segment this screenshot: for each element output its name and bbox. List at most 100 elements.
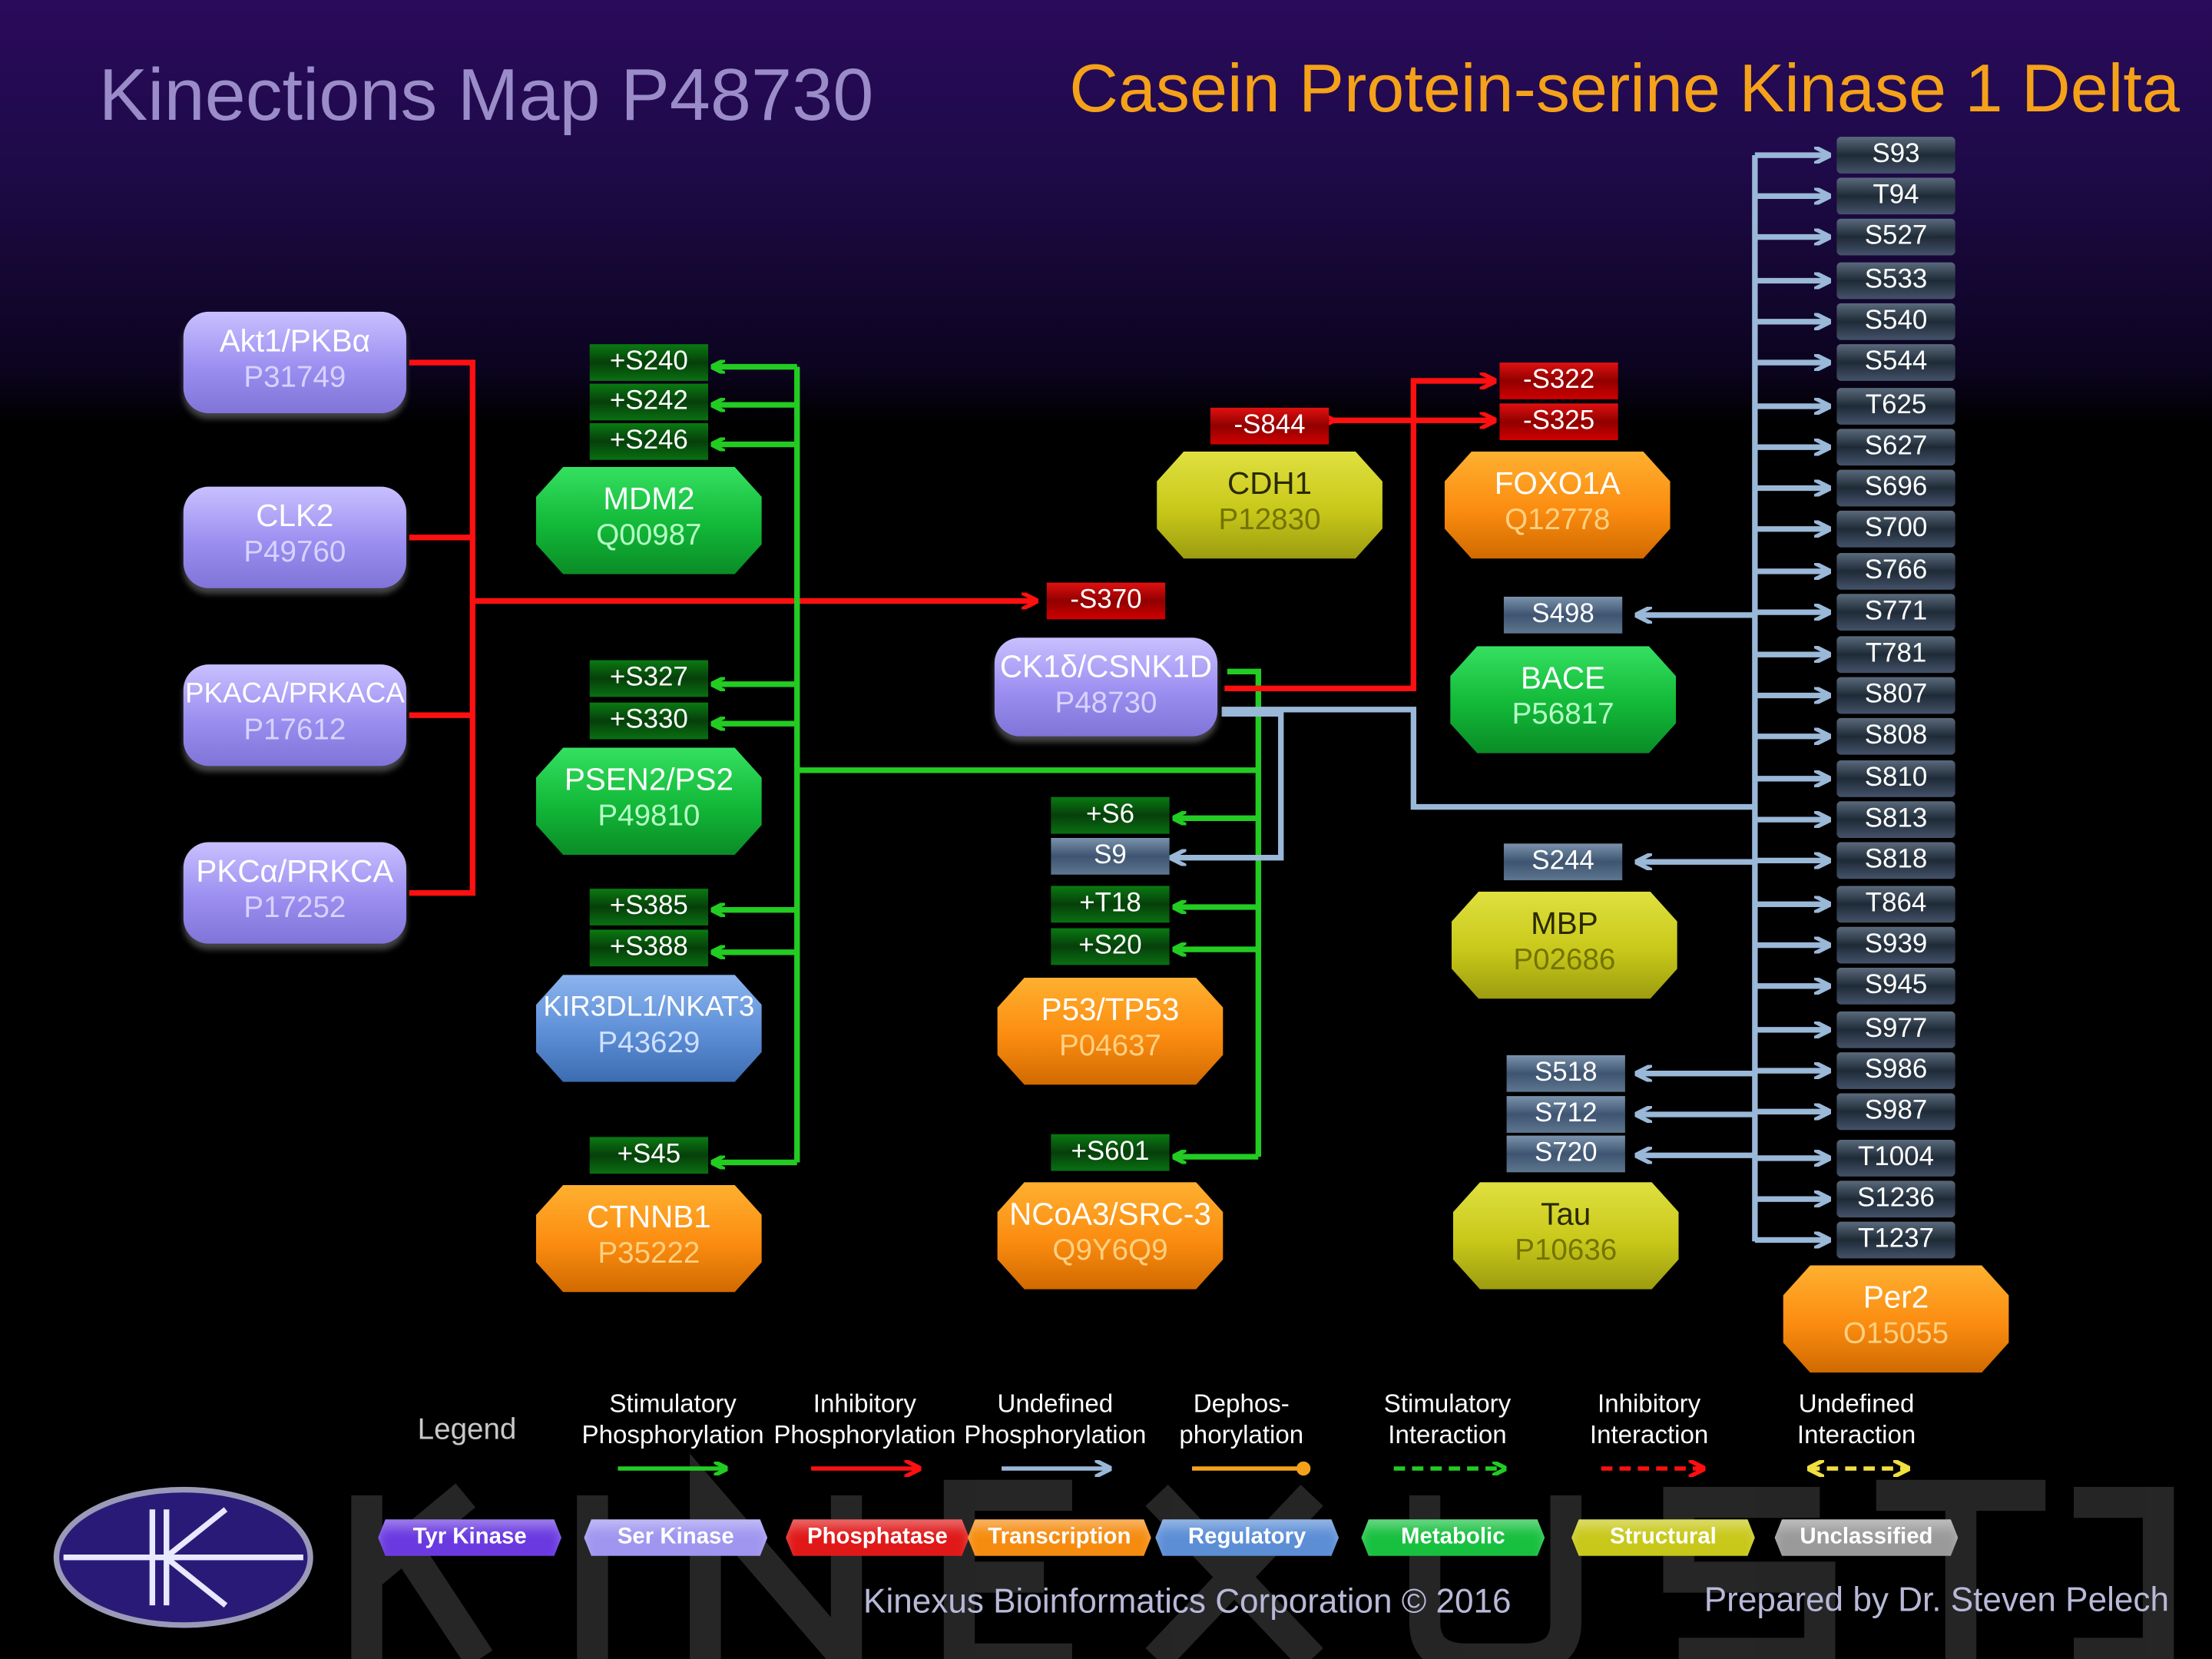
site-per2-23[interactable]: S987 <box>1836 1093 1955 1131</box>
site-psen2-0[interactable]: +S327 <box>589 660 709 697</box>
site-kir3dl1-1[interactable]: +S388 <box>589 929 709 967</box>
node-name: NCoA3/SRC-3 <box>1009 1196 1211 1232</box>
legend-item-line2: Interaction <box>1388 1420 1507 1449</box>
site-per2-18[interactable]: T864 <box>1836 886 1955 923</box>
node-psen2[interactable]: PSEN2/PS2 P49810 <box>535 747 762 856</box>
site-mdm2-1[interactable]: +S242 <box>589 383 709 421</box>
node-clk2[interactable]: CLK2 P49760 <box>183 486 406 588</box>
node-kir3dl1[interactable]: KIR3DL1/NKAT3 P43629 <box>535 975 762 1082</box>
site-per2-11[interactable]: S771 <box>1836 594 1955 631</box>
site-per2-10[interactable]: S766 <box>1836 552 1955 590</box>
site-per2-1[interactable]: T94 <box>1836 177 1955 215</box>
node-name: Akt1/PKBα <box>219 323 371 359</box>
site-per2-8[interactable]: S696 <box>1836 469 1955 507</box>
node-accession: P49760 <box>243 535 346 569</box>
legend-category-3: Transcription <box>967 1519 1151 1556</box>
site-per2-25[interactable]: S1236 <box>1836 1181 1955 1218</box>
site-p53-2[interactable]: +T18 <box>1051 886 1170 923</box>
site-cdh1-0[interactable]: -S844 <box>1210 407 1330 445</box>
site-per2-22[interactable]: S986 <box>1836 1052 1955 1089</box>
legend-item-line1: Undefined <box>1798 1389 1915 1418</box>
site-per2-3[interactable]: S533 <box>1836 262 1955 300</box>
site-tau-1[interactable]: S712 <box>1506 1096 1625 1133</box>
site-per2-12[interactable]: T781 <box>1836 636 1955 674</box>
site-per2-15[interactable]: S810 <box>1836 760 1955 797</box>
site-per2-0[interactable]: S93 <box>1836 137 1955 174</box>
site-per2-16[interactable]: S813 <box>1836 801 1955 838</box>
site-tau-2[interactable]: S720 <box>1506 1135 1625 1173</box>
site-per2-19[interactable]: S939 <box>1836 926 1955 964</box>
site-bace-0[interactable]: S498 <box>1503 596 1623 634</box>
node-name: Tau <box>1541 1196 1591 1232</box>
node-name: Per2 <box>1863 1279 1929 1315</box>
legend-category-1: Ser Kinase <box>584 1519 768 1556</box>
site-foxo1a-1[interactable]: -S325 <box>1499 403 1618 441</box>
node-name: CLK2 <box>256 498 334 534</box>
node-name: CK1δ/CSNK1D <box>999 648 1213 684</box>
node-accession: P56817 <box>1512 698 1614 731</box>
site-per2-21[interactable]: S977 <box>1836 1011 1955 1048</box>
site-per2-26[interactable]: T1237 <box>1836 1221 1955 1259</box>
site-psen2-1[interactable]: +S330 <box>589 702 709 740</box>
node-foxo1a[interactable]: FOXO1A Q12778 <box>1444 451 1671 559</box>
site-per2-24[interactable]: T1004 <box>1836 1140 1955 1177</box>
node-name: CDH1 <box>1227 465 1313 502</box>
legend-item-line2: Phosphorylation <box>773 1420 956 1449</box>
map-title: Kinections Map P48730 <box>98 55 874 137</box>
node-ctnnb1[interactable]: CTNNB1 P35222 <box>535 1184 762 1293</box>
node-pkaca[interactable]: PKACA/PRKACA P17612 <box>183 664 406 767</box>
kinexus-logo <box>53 1486 313 1628</box>
site-per2-4[interactable]: S540 <box>1836 303 1955 340</box>
site-per2-17[interactable]: S818 <box>1836 842 1955 879</box>
legend-item-3: Dephos-phorylation <box>1143 1388 1340 1450</box>
node-name: PSEN2/PS2 <box>564 761 733 797</box>
site-per2-7[interactable]: S627 <box>1836 429 1955 466</box>
node-name: PKACA/PRKACA <box>184 678 405 710</box>
node-ncoa3[interactable]: NCoA3/SRC-3 Q9Y6Q9 <box>997 1182 1224 1290</box>
site-p53-3[interactable]: +S20 <box>1051 928 1170 965</box>
node-accession: P17252 <box>243 891 346 925</box>
site-p53-0[interactable]: +S6 <box>1051 796 1170 834</box>
node-name: PKCα/PRKCA <box>196 853 394 889</box>
node-accession: P35222 <box>598 1237 700 1270</box>
node-accession: P12830 <box>1218 503 1321 536</box>
site-mbp-0[interactable]: S244 <box>1503 843 1623 881</box>
protein-title: Casein Protein-serine Kinase 1 Delta <box>1069 51 2180 127</box>
site-per2-6[interactable]: T625 <box>1836 388 1955 425</box>
site-mdm2-0[interactable]: +S240 <box>589 344 709 381</box>
site-per2-9[interactable]: S700 <box>1836 510 1955 548</box>
site-p53-1[interactable]: S9 <box>1051 837 1170 875</box>
site-per2-14[interactable]: S808 <box>1836 717 1955 755</box>
legend-item-line1: Inhibitory <box>1598 1389 1701 1418</box>
node-bace[interactable]: BACE P56817 <box>1450 646 1676 753</box>
site-ncoa3-0[interactable]: +S601 <box>1051 1134 1170 1171</box>
node-per2[interactable]: Per2 O15055 <box>1783 1265 2009 1373</box>
node-cdh1[interactable]: CDH1 P12830 <box>1157 451 1382 559</box>
site-per2-2[interactable]: S527 <box>1836 218 1955 256</box>
node-pkca[interactable]: PKCα/PRKCA P17252 <box>183 842 406 944</box>
site-per2-5[interactable]: S544 <box>1836 344 1955 381</box>
node-p53[interactable]: P53/TP53 P04637 <box>997 977 1224 1085</box>
site-per2-13[interactable]: S807 <box>1836 677 1955 714</box>
legend-arrows <box>618 1462 1909 1475</box>
legend-category-4: Regulatory <box>1155 1519 1339 1556</box>
node-akt1[interactable]: Akt1/PKBα P31749 <box>183 311 406 414</box>
node-mbp[interactable]: MBP P02686 <box>1451 891 1677 999</box>
node-tau[interactable]: Tau P10636 <box>1452 1182 1679 1290</box>
site-foxo1a-0[interactable]: -S322 <box>1499 363 1618 399</box>
legend-item-line2: Phosphorylation <box>964 1420 1147 1449</box>
site-csnk1d-0[interactable]: -S370 <box>1046 582 1166 620</box>
site-kir3dl1-0[interactable]: +S385 <box>589 889 709 926</box>
inhibitory-links-upstream <box>409 359 1037 896</box>
node-csnk1d[interactable]: CK1δ/CSNK1D P48730 <box>994 637 1218 737</box>
site-per2-20[interactable]: S945 <box>1836 967 1955 1005</box>
site-ctnnb1-0[interactable]: +S45 <box>589 1137 709 1174</box>
node-mdm2[interactable]: MDM2 Q00987 <box>535 466 762 575</box>
site-tau-0[interactable]: S518 <box>1506 1055 1625 1092</box>
legend-item-line1: Undefined <box>997 1389 1114 1418</box>
legend-item-line2: Phosphorylation <box>581 1420 764 1449</box>
node-accession: P02686 <box>1513 943 1616 976</box>
site-mdm2-2[interactable]: +S246 <box>589 423 709 460</box>
